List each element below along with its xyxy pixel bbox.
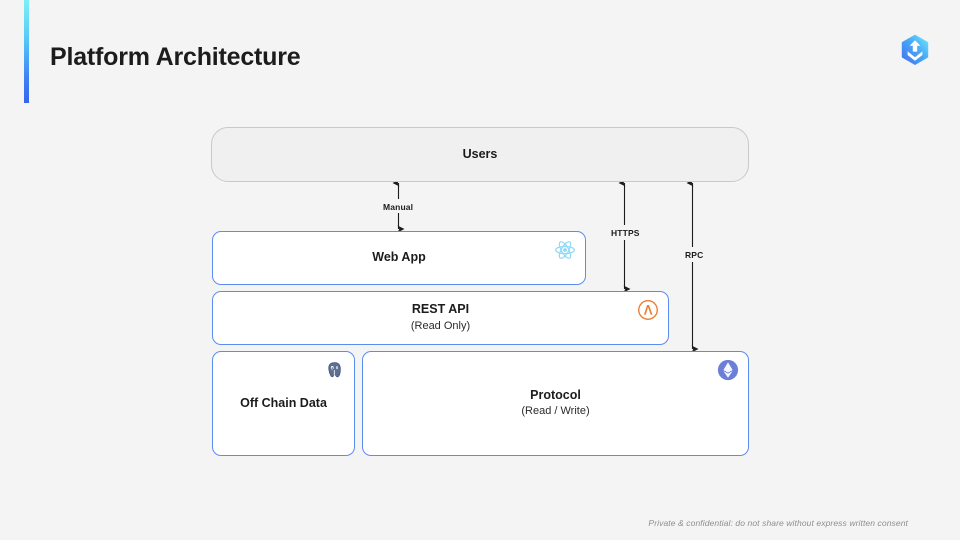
node-web-app[interactable]: Web App [212,231,586,285]
postgresql-icon [323,359,345,381]
node-protocol-title: Protocol [530,387,581,402]
ethereum-icon [717,359,739,381]
react-icon [554,239,576,261]
node-rest-api-subtitle: (Read Only) [410,319,471,332]
edge-label-https: HTTPS [608,227,643,239]
node-users[interactable]: Users [211,127,749,182]
node-rest-api-title: REST API [411,302,470,317]
edge-label-rpc: RPC [682,249,707,261]
node-rest-api[interactable]: REST API (Read Only) [212,291,669,345]
node-users-title: Users [462,146,498,161]
node-off-chain-data[interactable]: Off Chain Data [212,351,355,456]
confidentiality-note: Private & confidential: do not share wit… [648,518,908,528]
hexagon-stack-logo-icon [897,32,933,68]
edge-label-manual: Manual [380,201,417,213]
node-web-app-title: Web App [372,250,426,265]
aws-lambda-icon [637,299,659,321]
page-title: Platform Architecture [50,43,301,71]
title-accent-bar [24,0,29,103]
node-off-chain-data-title: Off Chain Data [240,395,327,410]
node-protocol[interactable]: Protocol (Read / Write) [362,351,749,456]
node-protocol-subtitle: (Read / Write) [521,405,590,418]
